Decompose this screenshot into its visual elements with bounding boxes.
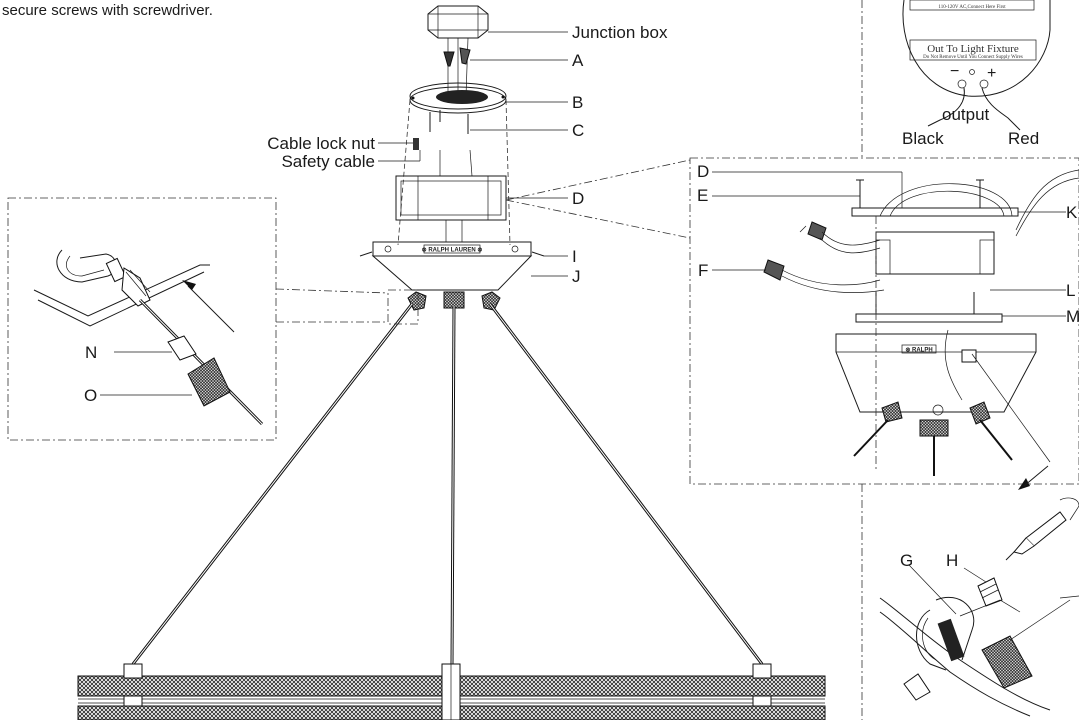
plus-sign: + — [987, 65, 996, 82]
light-bar — [77, 663, 826, 720]
label-d-detail: D — [697, 162, 709, 181]
label-black: Black — [902, 129, 944, 148]
cable-lock-nut — [413, 138, 419, 150]
detail-right-leaders — [712, 171, 1066, 317]
detail-right-assembly: ⊗ RALPH — [763, 169, 1079, 476]
label-c: C — [572, 121, 584, 140]
label-e: E — [697, 186, 708, 205]
label-l: L — [1066, 281, 1075, 300]
brand-plate: ⊗ RALPH LAUREN ⊗ — [422, 248, 483, 254]
instruction-text: secure screws with screwdriver. — [2, 2, 213, 19]
junction-box — [427, 5, 489, 97]
center-leaders — [378, 31, 568, 277]
input-text: 110-120V AC,Connect Here First — [938, 5, 1006, 10]
leader-g — [908, 564, 957, 615]
label-g: G — [900, 551, 913, 570]
label-red: Red — [1008, 129, 1039, 148]
label-d: D — [572, 189, 584, 208]
canopy-i: ⊗ RALPH LAUREN ⊗ — [359, 241, 545, 257]
out-title: Out To Light Fixture — [927, 43, 1019, 55]
brand-plate-small: ⊗ RALPH — [905, 348, 932, 354]
suspension-rods — [131, 303, 764, 665]
label-k: K — [1066, 203, 1078, 222]
mounting-plate-b — [409, 82, 507, 114]
wire-nut-a — [443, 47, 471, 67]
screws-c — [429, 110, 469, 134]
detail-left-frame — [7, 197, 419, 441]
driver-panel: 110-120V AC,Connect Here First Out To Li… — [902, 0, 1051, 131]
label-i: I — [572, 247, 577, 266]
detail-right-frame — [505, 157, 1079, 485]
guide-line-right — [505, 99, 511, 246]
label-junction-box: Junction box — [572, 23, 668, 42]
screwdriver-icon — [1005, 497, 1079, 561]
label-h: H — [946, 551, 958, 570]
label-n: N — [85, 343, 97, 362]
detail-lower-hook — [879, 577, 1079, 717]
label-j: J — [572, 267, 581, 286]
label-a: A — [572, 51, 584, 70]
label-cable-lock-nut: Cable lock nut — [267, 134, 375, 153]
leader-h — [963, 567, 987, 583]
driver-box-d — [395, 149, 507, 242]
out-note: Do Not Remove Until You Connect Supply W… — [923, 55, 1023, 60]
pointer-shaft — [1023, 465, 1049, 487]
label-output: output — [942, 105, 990, 124]
label-f: F — [698, 261, 708, 280]
label-safety-cable: Safety cable — [281, 152, 375, 171]
label-m: M — [1066, 307, 1079, 326]
guide-line-left — [397, 99, 411, 246]
pointer-line — [971, 353, 1051, 463]
detail-left-hook — [33, 249, 264, 426]
label-b: B — [572, 93, 583, 112]
label-o: O — [84, 386, 97, 405]
pointer-arrow — [1018, 478, 1030, 490]
minus-sign: − — [950, 63, 959, 80]
canopy-cone-j — [371, 255, 533, 291]
